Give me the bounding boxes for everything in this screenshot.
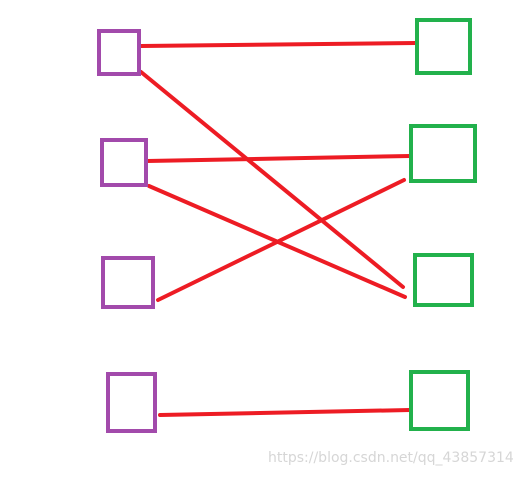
right-node-r3 (413, 253, 474, 307)
left-node-l1 (97, 29, 141, 76)
left-node-l2 (100, 138, 148, 187)
nodes-layer (97, 18, 477, 433)
right-node-r4 (409, 370, 470, 431)
edge-l3-r2 (156, 178, 406, 302)
edges-layer (139, 41, 418, 417)
right-node-r1 (415, 18, 472, 75)
left-node-l3 (101, 256, 155, 309)
edge-l1-r3 (139, 70, 405, 289)
edge-l4-r4 (158, 408, 412, 417)
edge-l2-r2 (145, 154, 412, 163)
left-node-l4 (106, 372, 157, 433)
csdn-watermark: https://blog.csdn.net/qq_43857314 (268, 450, 514, 466)
right-node-r2 (409, 124, 477, 183)
edge-l1-r1 (139, 41, 418, 48)
